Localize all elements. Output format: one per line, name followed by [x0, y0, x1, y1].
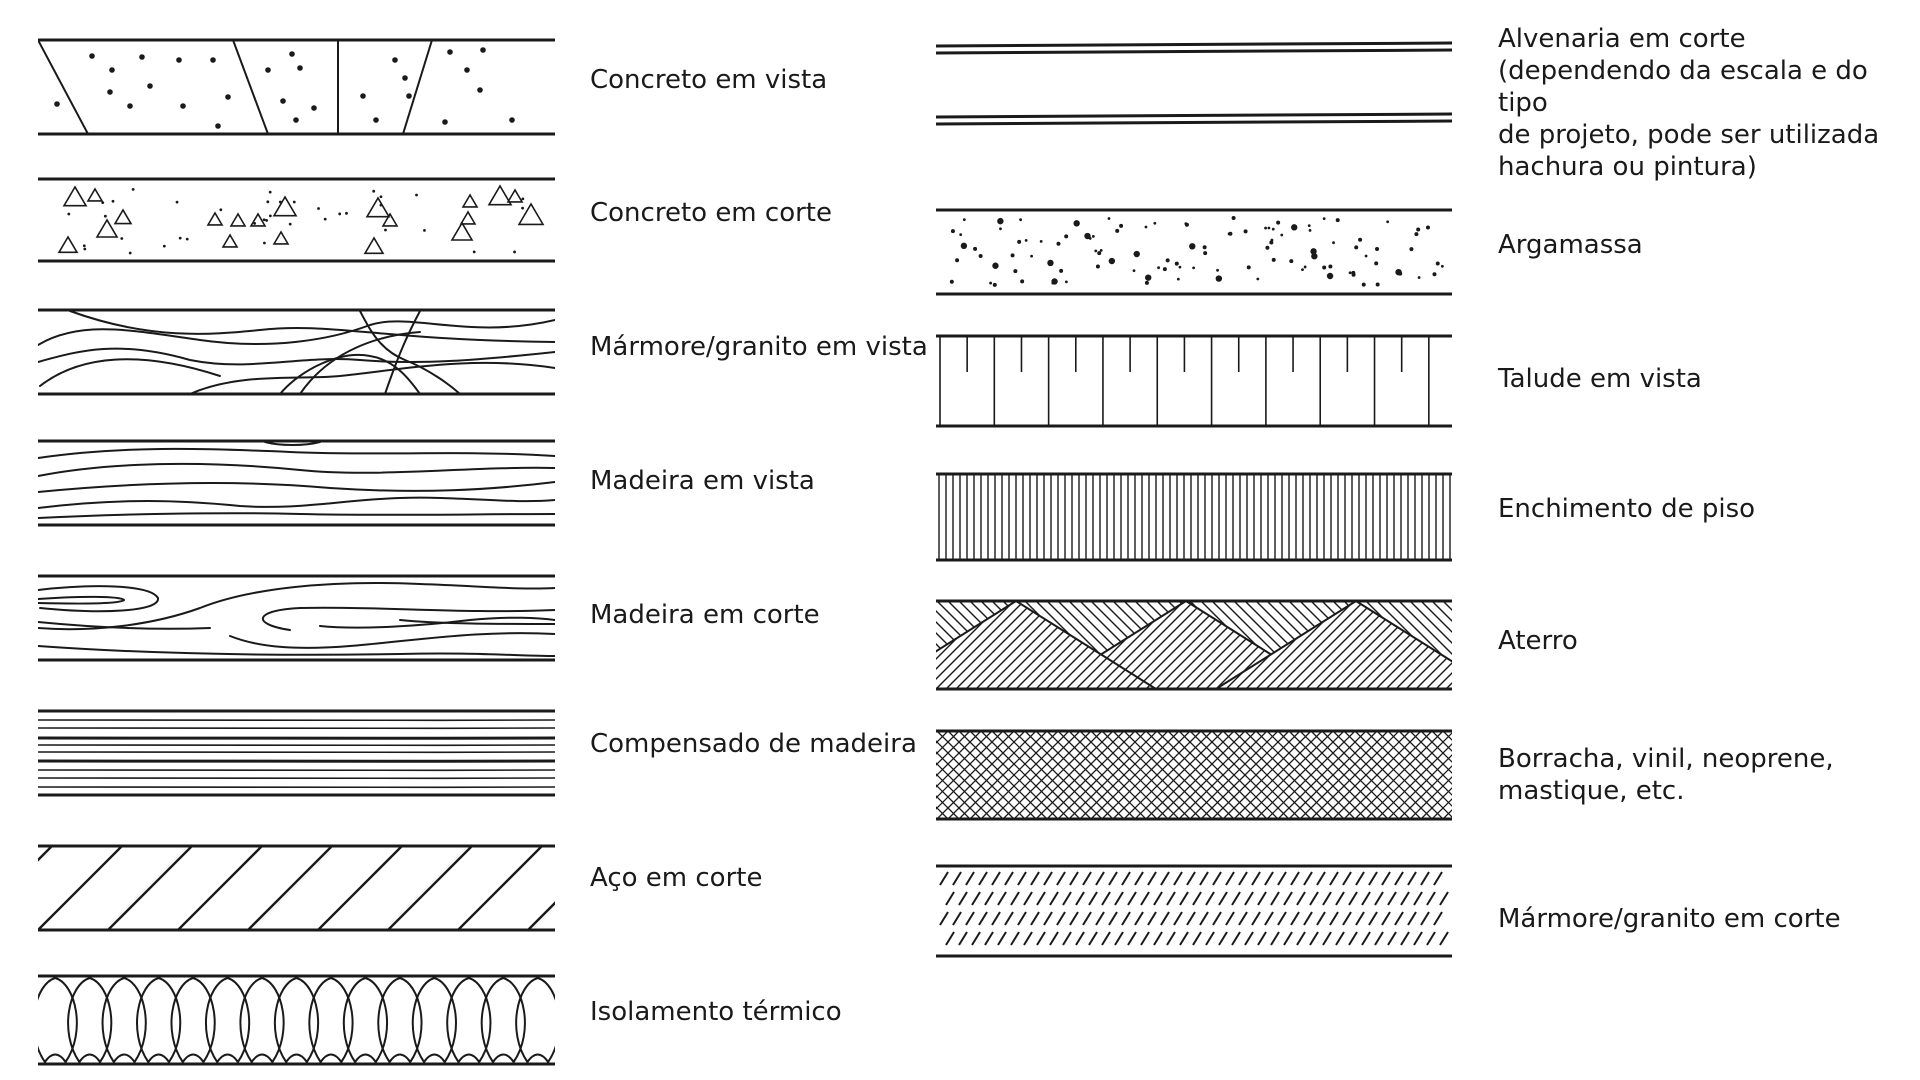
label-compensado: Compensado de madeira: [590, 729, 917, 759]
swatch-compensado: [38, 709, 555, 797]
label-concreto-vista: Concreto em vista: [590, 65, 828, 95]
swatch-madeira-vista: [38, 439, 555, 527]
swatch-madeira-corte: [38, 574, 555, 662]
label-aterro: Aterro: [1498, 626, 1578, 656]
swatch-aco-corte: [38, 844, 555, 932]
swatch-enchimento: [936, 472, 1452, 562]
label-concreto-corte: Concreto em corte: [590, 198, 832, 228]
label-madeira-vista: Madeira em vista: [590, 466, 815, 496]
label-alvenaria: Alvenaria em corte (dependendo da escala…: [1498, 24, 1880, 182]
label-madeira-corte: Madeira em corte: [590, 600, 820, 630]
swatch-talude: [936, 334, 1452, 428]
swatch-argamassa: [936, 208, 1452, 296]
label-enchimento: Enchimento de piso: [1498, 494, 1756, 524]
swatch-concreto-corte: [38, 177, 555, 263]
swatch-concreto-vista: [38, 38, 555, 136]
label-aco-corte: Aço em corte: [590, 863, 763, 893]
label-marmore-vista: Mármore/granito em vista: [590, 332, 928, 362]
label-borracha: Borracha, vinil, neoprene, mastique, etc…: [1498, 744, 1834, 806]
label-argamassa: Argamassa: [1498, 230, 1643, 260]
swatch-borracha: [936, 729, 1452, 821]
label-isolamento: Isolamento térmico: [590, 997, 842, 1027]
swatch-alvenaria: [935, 41, 1453, 126]
swatch-marmore-vista: [38, 308, 555, 396]
swatch-marmore-corte: [936, 864, 1452, 958]
label-marmore-corte: Mármore/granito em corte: [1498, 904, 1841, 934]
label-talude: Talude em vista: [1498, 364, 1702, 394]
swatch-isolamento: [38, 974, 555, 1066]
